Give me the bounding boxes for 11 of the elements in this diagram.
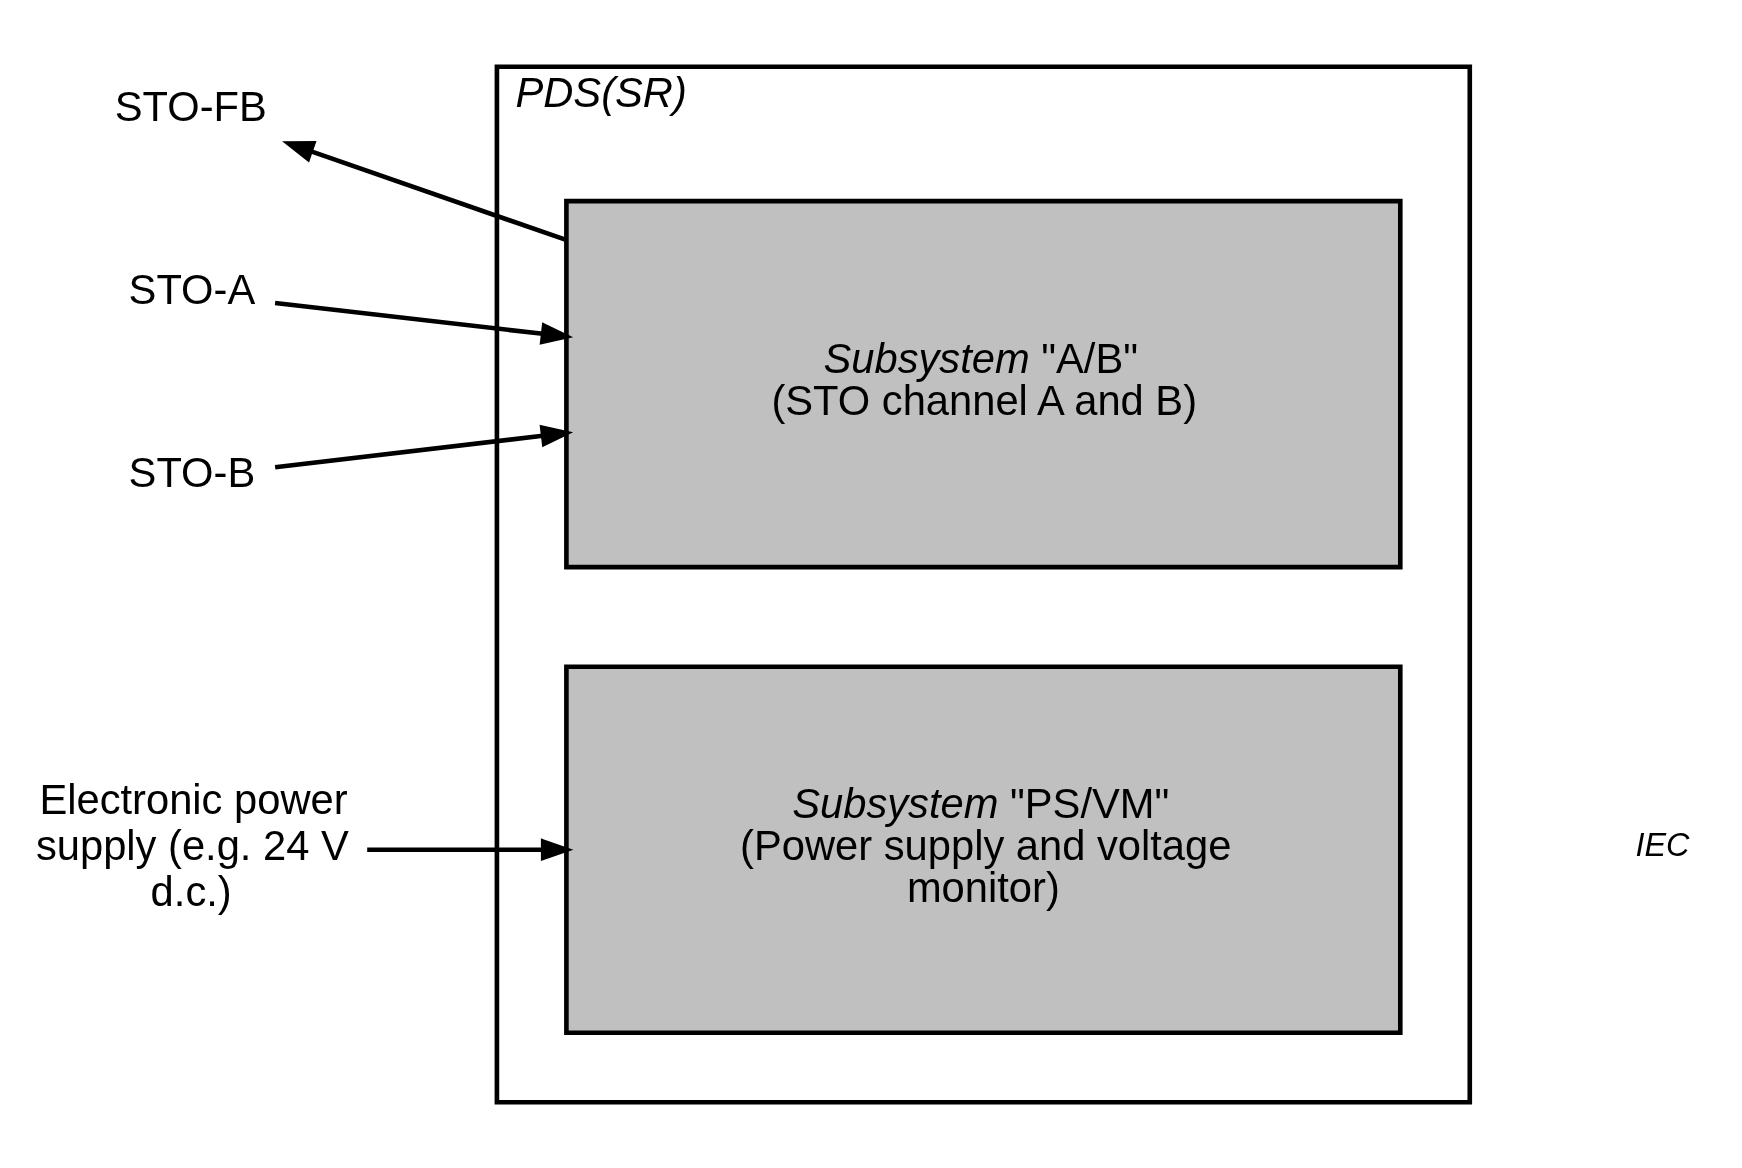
node-box: Subsystem "A/B" (STO channel A and B)	[564, 198, 1403, 569]
node-text: STO-FB	[114, 82, 267, 130]
arrow	[274, 424, 574, 470]
label: IEC	[1635, 826, 1690, 863]
node-text: STO-A	[128, 265, 256, 313]
node-box: Subsystem "PS/VM" (Power supply and voltage monitor)	[564, 663, 1403, 1035]
arrow	[282, 140, 567, 242]
node-text: STO-B	[128, 448, 256, 496]
node-text: Electronic power supply (e.g. 24 V d.c.)	[35, 775, 349, 915]
arrow	[274, 300, 574, 345]
arrow	[367, 837, 574, 861]
